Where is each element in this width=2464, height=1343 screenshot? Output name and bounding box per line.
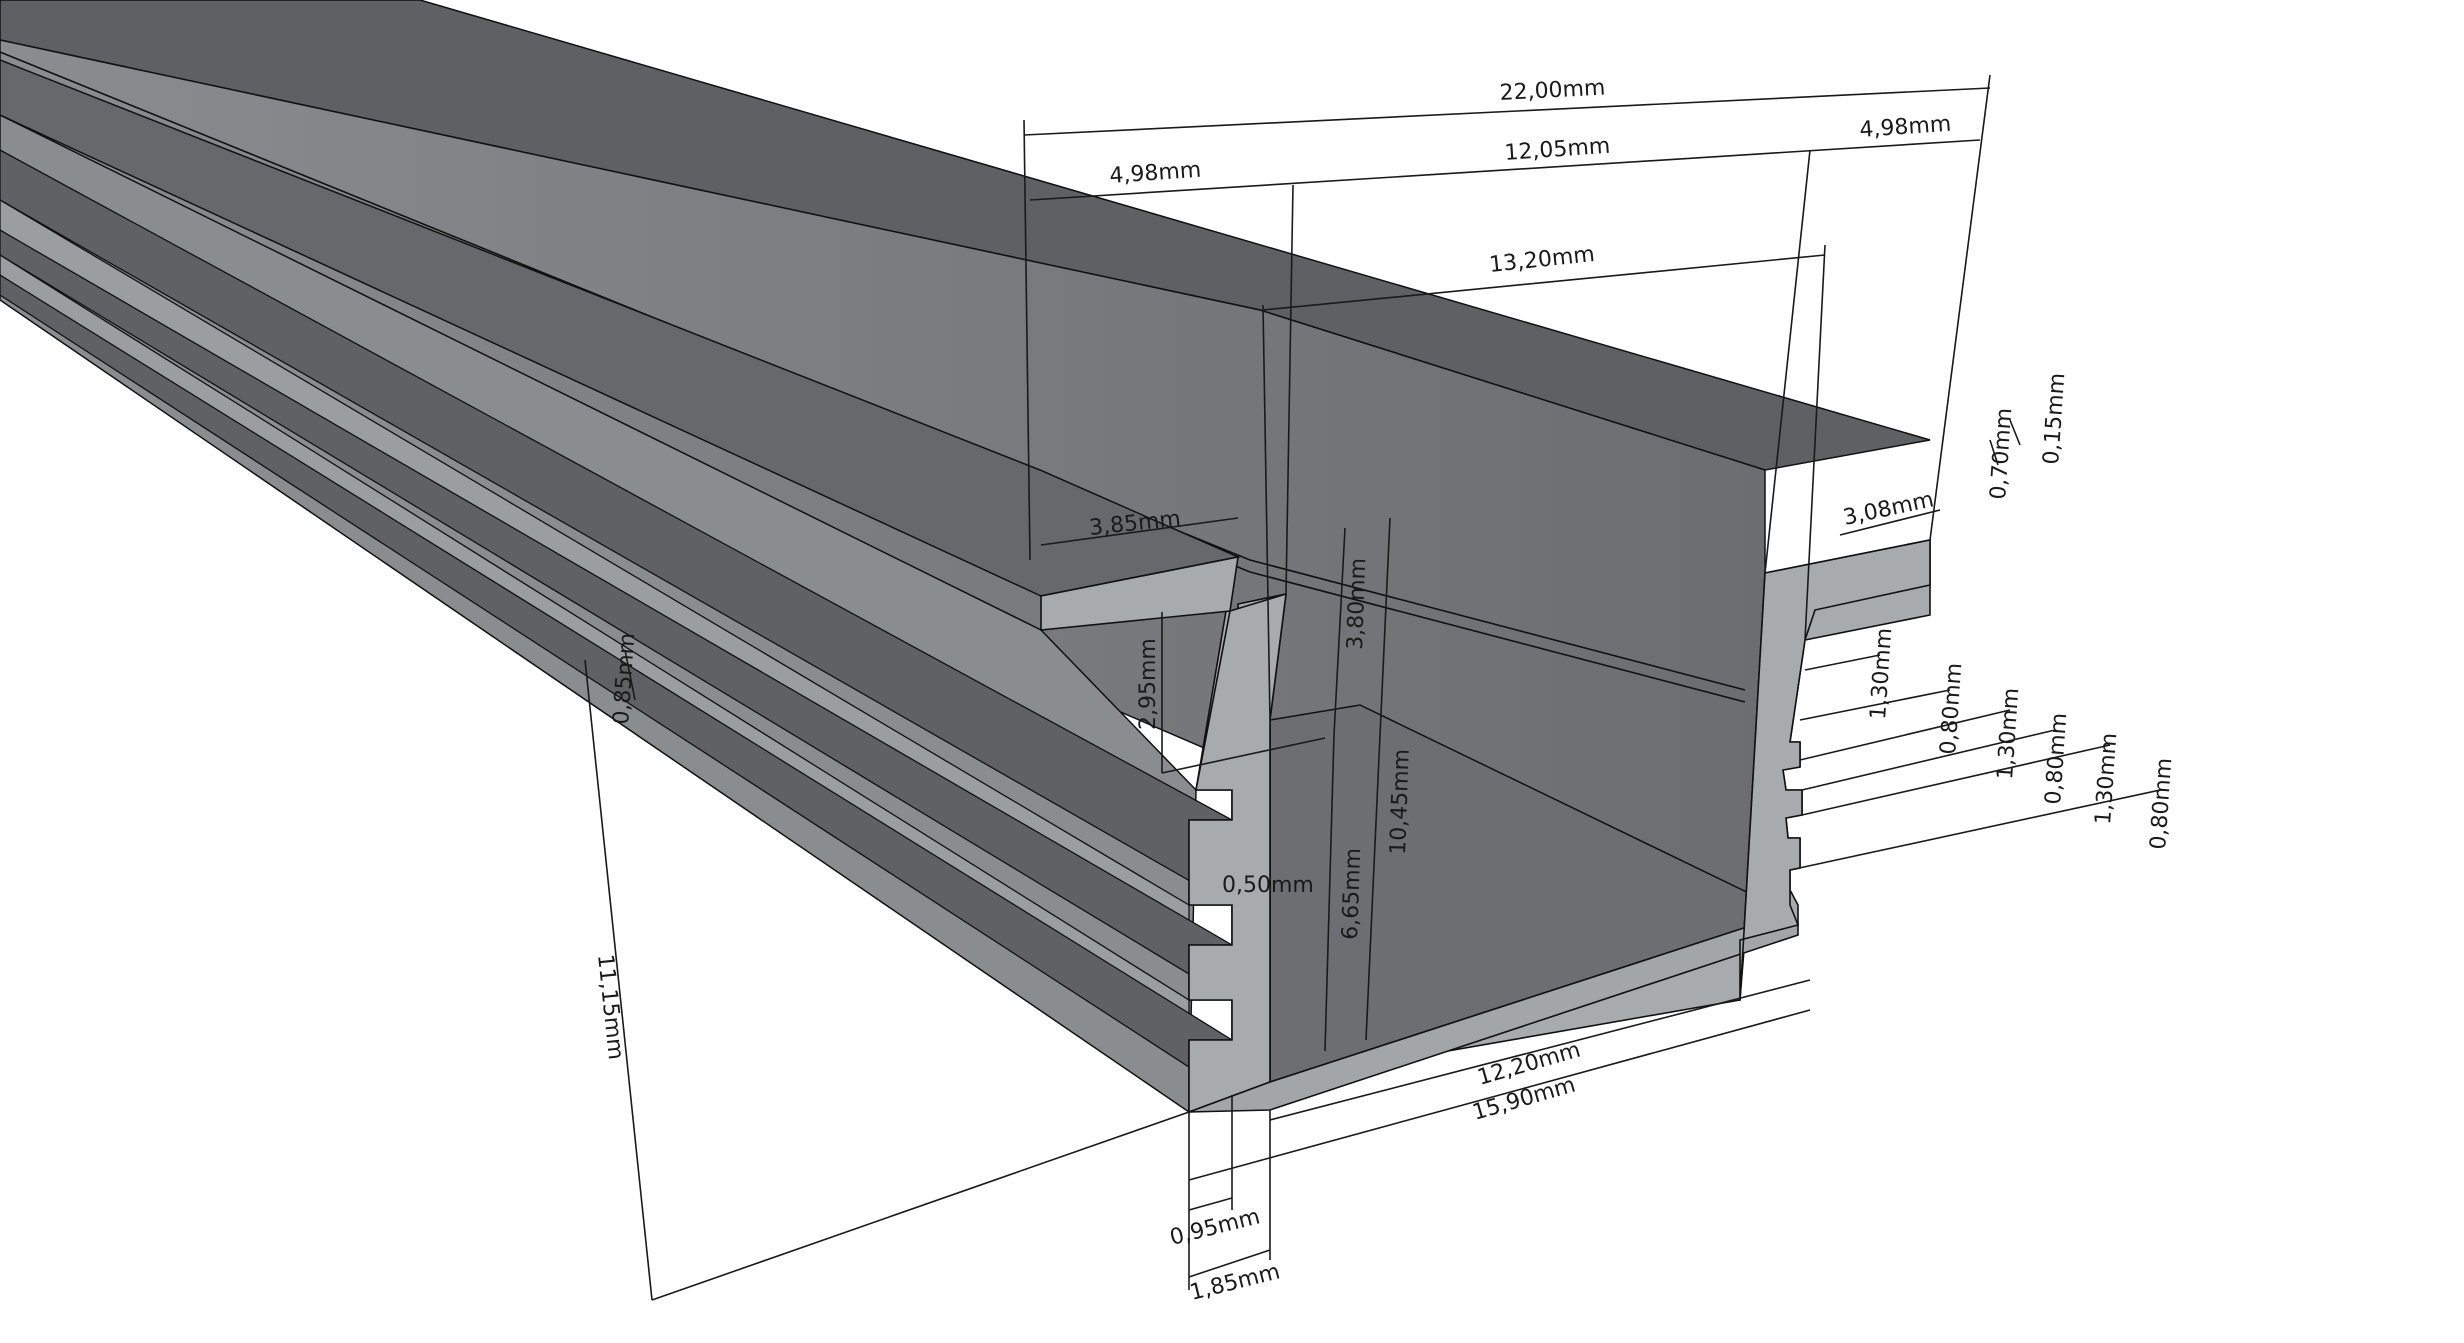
dim-left-flange-width: 4,98mm <box>1109 158 1202 189</box>
dim-step-3-gap: 0,80mm <box>2146 757 2177 850</box>
dim-wall-gap: 0,50mm <box>1222 873 1314 898</box>
dim-inner-width-top: 13,20mm <box>1488 242 1596 278</box>
dim-step-3-height: 1,30mm <box>2091 732 2122 825</box>
rib-bands <box>0 149 1233 1097</box>
extrusion-body <box>0 0 1931 1114</box>
dim-step-1-height: 1,30mm <box>1866 627 1897 720</box>
dim-step-2-height: 1,30mm <box>1993 687 2024 780</box>
dim-wall-total: 1,85mm <box>1187 1259 1282 1305</box>
groove-line <box>0 51 1746 691</box>
dim-right-flange-thickness: 0,70mm <box>1986 407 2017 500</box>
dimension-lines <box>584 74 2161 1301</box>
dim-right-flange-width: 4,98mm <box>1859 112 1952 143</box>
right-wall-front <box>1739 539 1931 1001</box>
dim-step-1-gap: 0,80mm <box>1936 662 1967 755</box>
dim-inner-height: 10,45mm <box>1386 749 1415 856</box>
dim-overall-width: 22,00mm <box>1499 75 1606 106</box>
dim-channel-opening: 12,05mm <box>1504 134 1611 166</box>
dim-left-drop: 2,95mm <box>1136 638 1161 730</box>
dim-tooth-depth: 0,95mm <box>1167 1204 1262 1250</box>
dim-upper-wall: 3,80mm <box>1343 558 1371 651</box>
left-web-front <box>1188 592 1287 1114</box>
dim-right-flange-edge: 0,15mm <box>2039 372 2070 465</box>
dim-overall-height: 11,15mm <box>592 953 628 1061</box>
dim-step-2-gap: 0,80mm <box>2041 712 2072 805</box>
dim-right-lip: 3,08mm <box>1841 487 1936 531</box>
dim-lower-wall: 6,65mm <box>1338 848 1366 941</box>
